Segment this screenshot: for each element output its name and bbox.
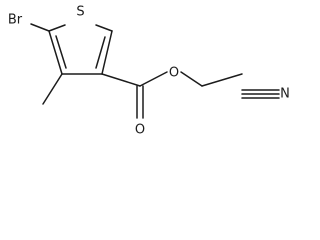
bond-c2-br xyxy=(30,23,50,32)
bond-carbonyl-ester-o xyxy=(139,71,168,87)
bond-c2-c3 xyxy=(48,30,63,75)
bond-s-c5 xyxy=(95,24,113,32)
thiophene-ring xyxy=(48,24,113,75)
nitrogen-label: N xyxy=(280,87,290,102)
ester-group xyxy=(136,71,243,119)
bond-c4-c5-inner xyxy=(95,36,106,69)
bond-c3-methyl xyxy=(42,73,63,105)
atom-labels: S Br O O N xyxy=(8,5,290,138)
nitrile-group xyxy=(241,89,280,99)
carbonyl-oxygen-label: O xyxy=(135,123,145,138)
ester-oxygen-label: O xyxy=(169,66,179,81)
bond-c4-c5 xyxy=(101,30,113,75)
molecule-structure: S Br O O N xyxy=(8,5,290,138)
bond-ester-o-ch2 xyxy=(180,71,203,87)
substituents xyxy=(30,23,141,105)
bond-c2-c3-inner xyxy=(55,35,67,69)
bond-c4-carbonyl xyxy=(101,73,141,87)
bond-ch2-cn xyxy=(201,73,243,87)
bromine-label: Br xyxy=(8,13,23,28)
sulfur-label: S xyxy=(76,5,84,20)
bond-s-c2 xyxy=(48,24,66,32)
